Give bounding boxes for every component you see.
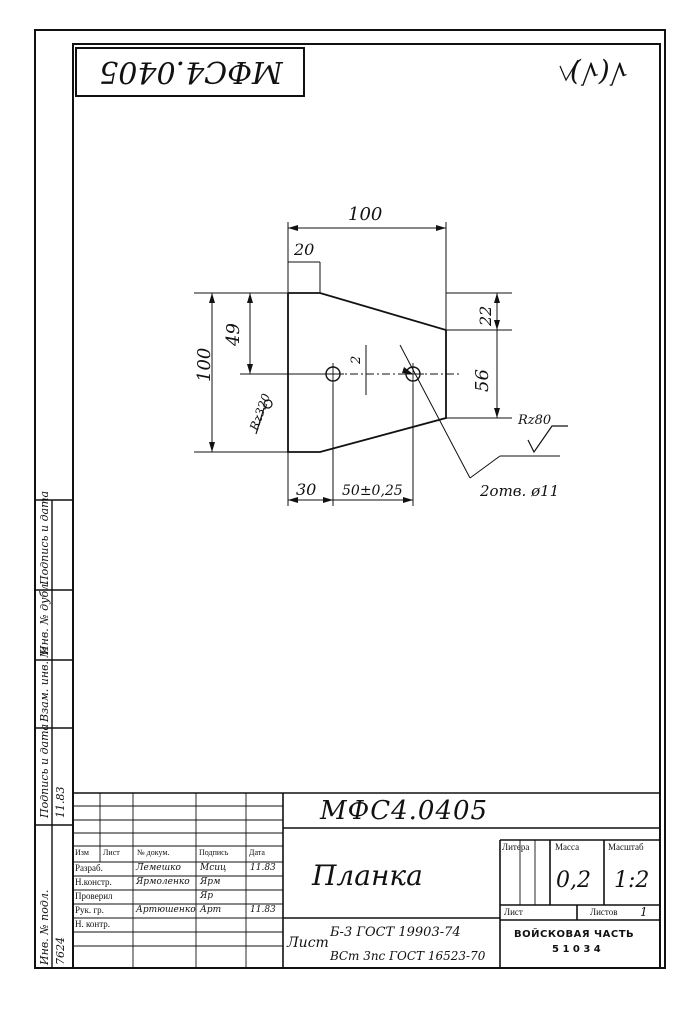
scale-value: 1:2 — [614, 868, 650, 893]
mass-value: 0,2 — [556, 868, 591, 893]
inner-frame — [72, 43, 661, 969]
title-block — [73, 792, 660, 968]
role-date: 11.83 — [250, 905, 276, 915]
side-stamp-dup: Инв. № дубл. — [38, 580, 51, 655]
side-stamp-inv: Инв. № подл. — [38, 889, 51, 965]
role-role: Н.констр. — [75, 877, 112, 887]
side-stamp-date-value: 11.83 — [54, 786, 67, 819]
arrowheads — [209, 225, 500, 503]
role-name: Лемешко — [136, 863, 181, 873]
label-scale: Масштаб — [608, 842, 644, 852]
role-role: Н. контр. — [75, 919, 111, 929]
dim-chamfer-offset: 20 — [294, 240, 315, 259]
rev-sign: Подпись — [199, 848, 229, 857]
role-sign: Ярм — [200, 877, 221, 887]
dim-hole-offset: 2 — [349, 355, 364, 364]
part-outline — [287, 292, 447, 453]
role-role: Рук. гр. — [75, 905, 104, 915]
label-sheet: Лист — [504, 907, 523, 917]
rev-date: Дата — [249, 848, 265, 857]
label-letter: Литера — [502, 842, 530, 852]
rev-doc-no: № докум. — [137, 848, 170, 857]
role-name: Ярмоленко — [136, 877, 190, 887]
role-name: Артюшенко — [136, 905, 196, 915]
dim-left-to-hole: 30 — [296, 480, 317, 499]
sheets-count: 1 — [640, 905, 648, 919]
role-date: 11.83 — [250, 863, 276, 873]
unit-number: 5 1 0 3 4 — [552, 944, 601, 955]
material-steel: ВСт 3пс ГОСТ 16523-70 — [330, 949, 486, 963]
side-stamp-replace: Взам. инв. № — [38, 647, 51, 722]
corner-code-stamp: МФС4.0405 — [99, 54, 283, 89]
roughness-right: Rz80 — [518, 413, 552, 428]
rev-sheet: Лист — [103, 848, 120, 857]
role-role: Разраб. — [75, 863, 103, 873]
label-sheets: Листов — [590, 907, 618, 917]
side-stamp-column — [35, 499, 73, 968]
side-stamp-sign-date-1: Подпись и дата — [38, 723, 51, 818]
dim-total-height: 100 — [194, 347, 215, 382]
material-prefix: Лист — [287, 935, 329, 951]
role-sign: Арт — [200, 905, 222, 915]
dim-hole-spacing: 50±0,25 — [342, 483, 403, 499]
dim-holes-callout: 2отв. ø11 — [480, 482, 560, 500]
rev-change: Изм — [75, 848, 89, 857]
dim-upper-height: 49 — [223, 323, 244, 346]
label-mass: Масса — [555, 842, 580, 852]
role-role: Проверил — [75, 891, 113, 901]
dim-total-width: 100 — [348, 204, 383, 225]
dim-right-height: 56 — [472, 369, 493, 392]
role-sign: Мсиц — [200, 863, 227, 873]
title-drawing-code: МФС4.0405 — [320, 796, 489, 826]
part-name: Планка — [312, 859, 423, 892]
roughness-marks — [255, 59, 579, 454]
surface-finish-mark: √(√) — [570, 56, 628, 89]
code-stamp-box — [75, 47, 305, 97]
organization-name: ВОЙСКОВАЯ ЧАСТЬ — [514, 929, 635, 940]
side-stamp-inv-no: 7624 — [54, 937, 67, 965]
dim-right-top: 22 — [476, 305, 495, 326]
side-stamp-sign-date-2: Подпись и дата — [38, 490, 51, 585]
title-block-grid — [73, 793, 536, 968]
role-sign: Яр — [200, 891, 214, 901]
material-sheet: Б-3 ГОСТ 19903-74 — [330, 925, 461, 940]
